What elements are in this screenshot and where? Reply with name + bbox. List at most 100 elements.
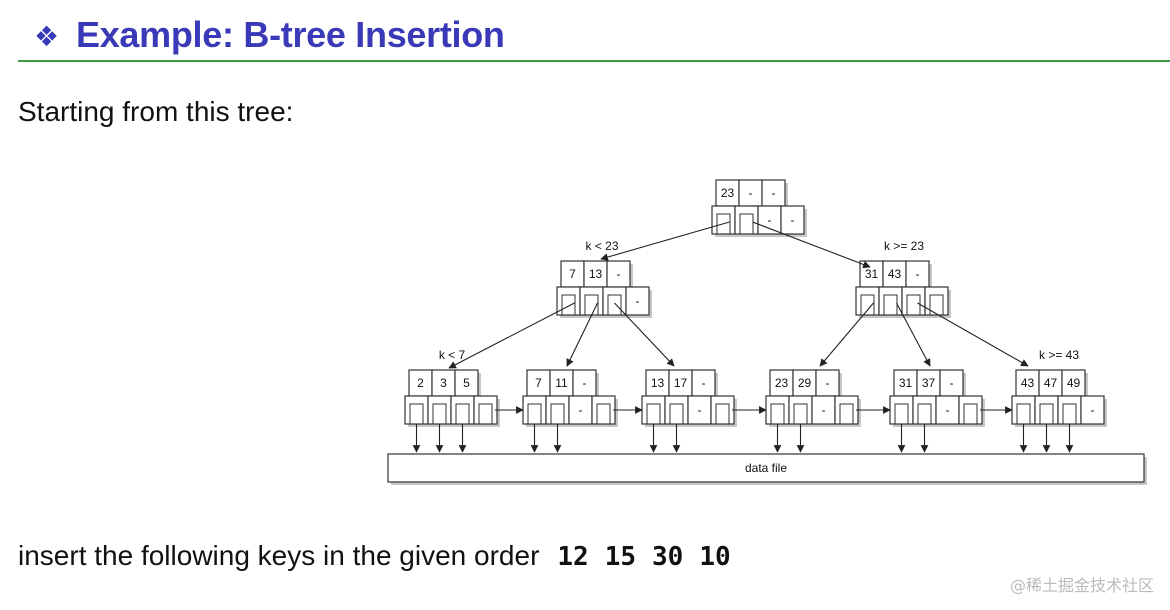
leaf-key-label: 11 <box>555 376 568 390</box>
internal-right-node: 31 43- <box>855 260 951 318</box>
leaf-ptr-hook <box>963 403 978 424</box>
internal-left-ptr-cell <box>579 286 604 316</box>
leaf-ptr-hook <box>839 403 854 424</box>
internal-left-key-label: 7 <box>569 267 576 281</box>
root-left-edge <box>600 221 730 261</box>
data-file-box <box>387 453 1145 483</box>
leaf-key-label: 29 <box>798 376 812 390</box>
leaf-ptr-cell <box>1080 395 1105 425</box>
root-ptr-cell <box>711 205 736 235</box>
leaf-ptr-cell <box>834 395 859 425</box>
leaf-key-label: 17 <box>674 376 688 390</box>
intro-text: Starting from this tree: <box>18 96 294 127</box>
leaf-ptr-hook <box>1062 403 1077 424</box>
leaf-key-label: - <box>826 376 830 390</box>
leaf-key-label: 7 <box>535 376 542 390</box>
leaf-ptr-hook <box>646 403 661 424</box>
leaf-ptr-hook <box>409 403 424 424</box>
leaf-key-label: 13 <box>651 376 665 390</box>
leaf-ptr-hook <box>1039 403 1054 424</box>
diamond-four-icon: ❖ <box>34 20 60 53</box>
internal-right-key-label: 31 <box>865 267 879 281</box>
leaf-key-label: 37 <box>922 376 936 390</box>
data-file-label: data file <box>745 461 787 475</box>
leaf-key-label: 3 <box>440 376 447 390</box>
leaf-key-label: 47 <box>1044 376 1058 390</box>
leaf-ptr-cell <box>591 395 616 425</box>
leaf-ptr-hook <box>596 403 611 424</box>
leaf-ptr-cell <box>889 395 914 425</box>
root-key-label: - <box>749 186 753 200</box>
root-node: 23---- <box>711 179 807 237</box>
internal-left-edge <box>614 302 675 367</box>
root-ptr-label: - <box>791 213 795 227</box>
leaf-ptr-cell <box>912 395 937 425</box>
root-ptr-cell <box>734 205 759 235</box>
edge-label-root-left: k < 23 <box>585 239 618 253</box>
leaf-ptr-label: - <box>822 403 826 417</box>
slide-title-bar: ❖ Example: B-tree Insertion <box>18 12 1170 62</box>
leaf-ptr-hook <box>455 403 470 424</box>
leaf-ptr-hook <box>669 403 684 424</box>
leaf-ptr-hook <box>478 403 493 424</box>
leaf-ptr-label: - <box>698 403 702 417</box>
internal-right-ptr-cell <box>878 286 903 316</box>
leaf-key-label: - <box>950 376 954 390</box>
internal-left-ptr-label: - <box>636 294 640 308</box>
leaf-ptr-label: - <box>579 403 583 417</box>
leaf-ptr-hook <box>432 403 447 424</box>
leaf-ptr-cell <box>1057 395 1082 425</box>
internal-right-edge <box>896 302 931 367</box>
leaf-ptr-cell <box>404 395 429 425</box>
key-item: 12 <box>557 542 589 572</box>
leaf-ptr-hook <box>1016 403 1031 424</box>
leaf-key-label: 43 <box>1021 376 1035 390</box>
leaf-key-label: 31 <box>899 376 913 390</box>
leaf-ptr-cell <box>522 395 547 425</box>
internal-left-edge <box>448 302 575 369</box>
leaf-ptr-cell <box>641 395 666 425</box>
leaf-ptr-hook <box>770 403 785 424</box>
leaf-ptr-hook <box>793 403 808 424</box>
internal-left-ptr-hook <box>584 294 599 315</box>
leaf-ptr-hook <box>894 403 909 424</box>
leaf-ptr-cell <box>765 395 790 425</box>
internal-right-ptr-hook <box>860 294 875 315</box>
leaf-ptr-cell <box>1011 395 1036 425</box>
internal-left-key-label: - <box>617 267 621 281</box>
key-item: 15 <box>604 542 637 572</box>
watermark: @稀土掘金技术社区 <box>1009 576 1154 595</box>
leaf-ptr-cell <box>545 395 570 425</box>
leaf-ptr-hook <box>550 403 565 424</box>
leaf-key-label: 5 <box>463 376 470 390</box>
instruction-text: insert the following keys in the given o… <box>18 540 540 571</box>
edge-label-left-left: k < 7 <box>439 348 466 362</box>
leaf-ptr-cell <box>788 395 813 425</box>
slide-title: Example: B-tree Insertion <box>76 14 505 55</box>
root-ptr-label: - <box>768 213 772 227</box>
internal-left-edge <box>566 302 598 367</box>
internal-right-edge <box>819 302 874 367</box>
leaf-ptr-cell <box>473 395 498 425</box>
internal-right-ptr-cell <box>924 286 949 316</box>
internal-left-key-label: 13 <box>589 267 603 281</box>
leaf-ptr-label: - <box>1091 403 1095 417</box>
root-key-label: 23 <box>721 186 735 200</box>
internal-right-ptr-hook <box>929 294 944 315</box>
edge-label-right-right: k >= 43 <box>1039 348 1079 362</box>
root-ptr-cell <box>780 205 805 235</box>
leaf-ptr-cell <box>427 395 452 425</box>
internal-left-ptr-cell <box>625 286 650 316</box>
leaf-ptr-hook <box>527 403 542 424</box>
leaf-ptr-cell <box>710 395 735 425</box>
internal-right-key-label: - <box>916 267 920 281</box>
internal-right-key-label: 43 <box>888 267 902 281</box>
internal-left-ptr-hook <box>607 294 622 315</box>
